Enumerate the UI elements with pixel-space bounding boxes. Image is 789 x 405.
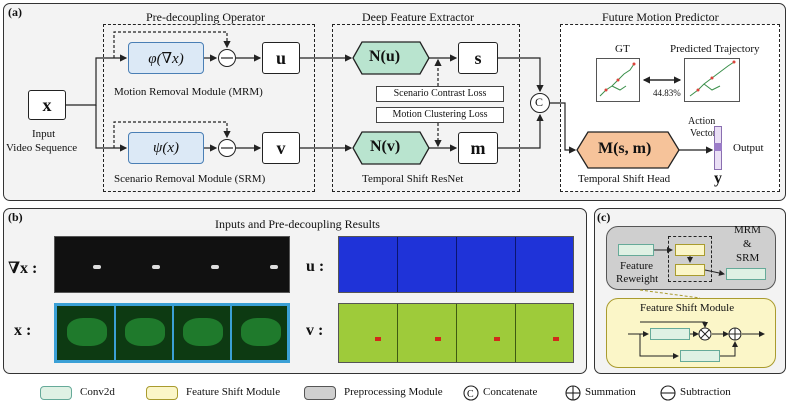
input-label-line1: Input [32,128,56,140]
panel-a-label: (a) [8,5,22,19]
row2-left-label: x : [14,322,32,339]
legend-conv2d-swatch [40,386,72,400]
svg-text:C: C [467,389,474,400]
pre-decoupling-title: Pre-decoupling Operator [146,10,265,24]
motion-clustering-loss: Motion Clustering Loss [376,107,504,123]
psi-box: ψ(x) [128,132,204,164]
legend-conv2d-label: Conv2d [80,386,115,398]
legend-feature-shift-swatch [146,386,178,400]
concatenate-node [530,93,550,113]
y-symbol: y [714,170,722,187]
feature-reweight-line1: Feature [620,260,653,272]
u-frames-strip [338,236,574,293]
legend-preprocessing-label: Preprocessing Module [344,386,443,398]
input-label-line2: Video Sequence [6,142,78,154]
M-label: M(s, m) [598,140,652,157]
output-label: Output [733,142,764,154]
panel-b-title: Inputs and Pre-decoupling Results [215,217,380,231]
conv-block-right [726,268,766,280]
panel-c-label: (c) [597,210,611,224]
srm-label: Scenario Removal Module (SRM) [114,173,266,185]
v-box: v [262,132,300,164]
legend-summation-label: Summation [585,386,636,398]
action-vector-highlight [714,143,722,151]
panel-b-label: (b) [8,210,23,224]
predicted-trajectory-label: Predicted Trajectory [670,43,760,55]
scenario-contrast-loss: Scenario Contrast Loss [376,86,504,102]
legend-concatenate-label: Concatenate [483,386,538,398]
mrm-srm-line1: MRM [734,224,761,236]
input-x-box: x [28,90,66,120]
feature-shift-inner-dash [668,236,712,282]
legend-feature-shift-label: Feature Shift Module [186,386,281,398]
future-motion-title: Future Motion Predictor [602,10,719,24]
row1-right-label: u : [306,258,325,275]
legend-concat-icon [463,385,479,401]
u-box: u [262,42,300,74]
tsr-label: Temporal Shift ResNet [362,173,464,185]
fsm-block-bottom [675,264,705,276]
conv-block-left [618,244,654,256]
gradient-frames-strip [54,236,290,293]
predicted-trajectory-plot [684,58,740,102]
s-box: s [458,42,498,74]
fsm-conv-left [650,328,690,340]
mrm-label: Motion Removal Module (MRM) [114,86,263,98]
legend-preprocessing-swatch [304,386,336,400]
row1-left-label: ∇x : [8,260,38,277]
feature-reweight-line2: Reweight [616,273,659,285]
gt-label: GT [615,43,630,55]
deep-feature-group [332,24,520,192]
fsm-title: Feature Shift Module [640,302,735,314]
fsm-conv-bottom [680,350,720,362]
tsh-label: Temporal Shift Head [578,173,671,185]
concat-symbol: C [535,95,544,109]
x-frames-strip [54,303,290,363]
mrm-srm-line2: & [743,238,752,250]
Nu-label: N(u) [369,48,401,65]
pre-decoupling-group [103,24,315,192]
action-vector-line2: Vector [690,128,717,139]
m-box: m [458,132,498,164]
deep-feature-title: Deep Feature Extractor [362,10,474,24]
v-frames-strip [338,303,574,363]
Nv-label: N(v) [370,138,401,155]
row2-right-label: v : [306,322,324,339]
legend-subtraction-label: Subtraction [680,386,731,398]
mrm-srm-line3: SRM [736,252,760,264]
phi-box: φ(∇x) [128,42,204,74]
percent-label: 44.83% [653,88,681,98]
action-vector-line1: Action [688,116,716,127]
fsm-block-top [675,244,705,256]
